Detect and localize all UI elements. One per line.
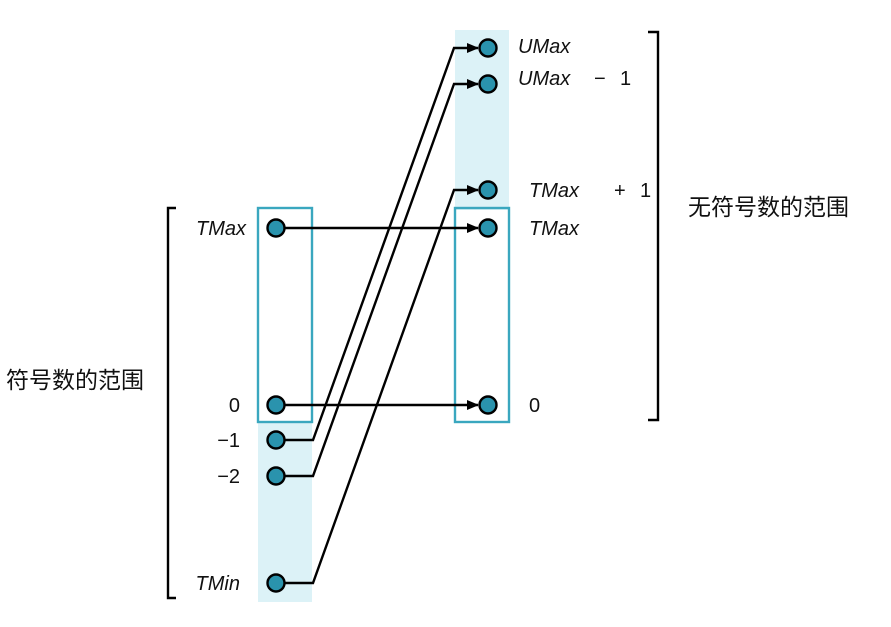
signed-range-caption: 符号数的范围 [6, 368, 144, 394]
label-unsigned-tmax-p1-op: + [614, 180, 626, 202]
node-unsigned-tmax-plus-1 [478, 180, 498, 200]
wire-neg1 [276, 43, 479, 442]
label-unsigned-umax-m1-num: 1 [620, 68, 631, 90]
label-signed-tmin: TMin [196, 573, 240, 595]
wire-neg2 [276, 79, 479, 478]
node-signed-neg1 [266, 430, 286, 450]
node-unsigned-tmax [478, 218, 498, 238]
label-signed-neg1: −1 [217, 430, 240, 452]
signed-range-bracket [166, 206, 176, 600]
wire-tmin [276, 185, 479, 585]
signed-negative-band [258, 422, 312, 602]
unsigned-range-bracket [648, 30, 660, 422]
label-unsigned-zero: 0 [529, 395, 540, 417]
label-signed-zero: 0 [229, 395, 240, 417]
label-unsigned-umax: UMax [518, 36, 571, 58]
node-unsigned-zero [478, 395, 498, 415]
label-unsigned-umax-m1-op: − [594, 68, 606, 90]
label-unsigned-tmax-p1-num: 1 [640, 180, 651, 202]
node-signed-tmin [266, 573, 286, 593]
label-signed-neg2: −2 [217, 466, 240, 488]
unsigned-shared-box [453, 206, 511, 424]
node-signed-neg2 [266, 466, 286, 486]
signed-nonnegative-box [256, 206, 314, 424]
label-unsigned-tmax-p1-name: TMax [529, 180, 580, 202]
node-unsigned-umax-minus-1 [478, 74, 498, 94]
label-unsigned-tmax: TMax [529, 218, 580, 240]
label-signed-tmax: TMax [196, 218, 247, 240]
node-signed-zero [266, 395, 286, 415]
label-unsigned-umax-m1-name: UMax [518, 68, 571, 90]
unsigned-range-caption: 无符号数的范围 [688, 195, 849, 221]
node-unsigned-umax [478, 38, 498, 58]
node-signed-tmax [266, 218, 286, 238]
unsigned-upper-band [455, 30, 509, 210]
